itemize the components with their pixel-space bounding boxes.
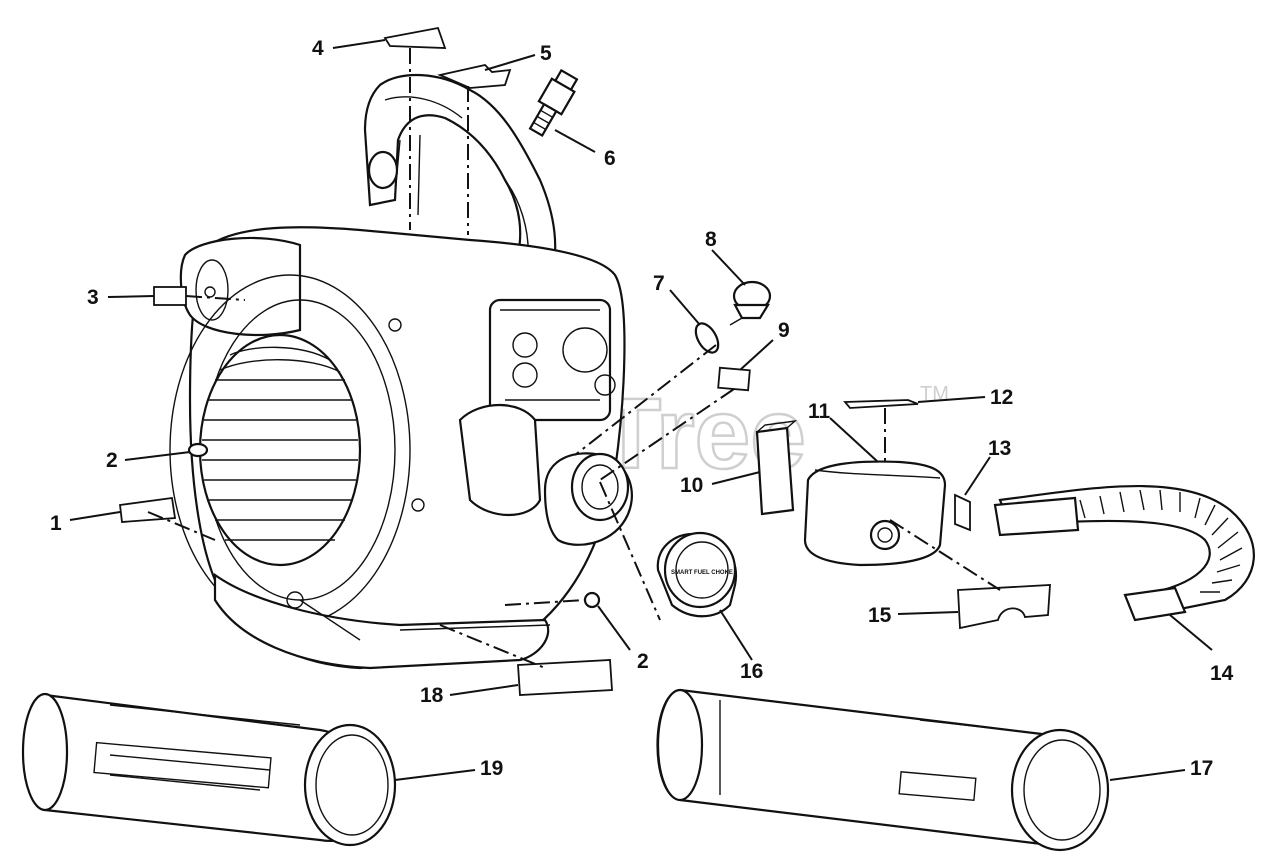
part-1-label (119, 496, 177, 523)
callout-6: 6 (604, 147, 616, 170)
part-14-flex-hose (993, 484, 1255, 622)
callout-18: 18 (420, 684, 444, 707)
carburetor-area (488, 298, 616, 422)
callout-12: 12 (990, 386, 1013, 409)
part-10-foam-filter (755, 419, 798, 516)
part-2-screw-bottom (583, 591, 601, 609)
part-8-primer-bulb (729, 280, 772, 326)
callout-14: 14 (1210, 662, 1234, 685)
callout-19: 19 (480, 757, 503, 780)
callout-5: 5 (540, 42, 552, 65)
housing-outlet (179, 236, 302, 337)
callout-15: 15 (868, 604, 892, 627)
housing-screw-3 (388, 318, 402, 332)
callout-7: 7 (653, 272, 665, 295)
callout-9: 9 (778, 319, 790, 342)
callout-13: 13 (988, 437, 1011, 460)
handle-frame (363, 73, 557, 282)
housing-base (213, 572, 550, 670)
part-5-label (437, 64, 512, 89)
callout-17: 17 (1190, 757, 1213, 780)
callout-11: 11 (808, 400, 831, 423)
handle-knob (367, 150, 399, 190)
base-screw (286, 591, 304, 609)
part-2-screw-left (187, 442, 209, 458)
part-15-label (957, 584, 1051, 630)
assembly-lines (147, 48, 1001, 669)
part-9-label (717, 366, 751, 392)
part-13-label (954, 493, 971, 532)
housing-screw (204, 286, 216, 298)
part-11-air-filter-cover (803, 460, 947, 567)
part-17-blower-tube (656, 688, 1110, 852)
callout-1: 1 (50, 512, 62, 535)
recoil-grille (198, 333, 362, 567)
base-detail (299, 599, 551, 641)
callout-10: 10 (680, 474, 703, 497)
leader-lines (69, 39, 1213, 781)
callout-2-left: 2 (106, 449, 118, 472)
callout-3: 3 (87, 286, 99, 309)
part-18-label (517, 659, 613, 696)
part-6-spark-plug (528, 68, 579, 138)
fuel-cap-text: SMART FUEL CHOKE (671, 570, 733, 576)
throttle-housing (458, 403, 542, 517)
part-19-blower-tube (21, 692, 397, 847)
housing-screw-2 (411, 498, 425, 512)
part-3-label (153, 286, 187, 306)
part-4-label (383, 26, 447, 49)
callout-2-bottom: 2 (637, 650, 649, 673)
housing-outlet-opening (195, 259, 229, 321)
callout-8: 8 (705, 228, 717, 251)
callout-16: 16 (740, 660, 763, 683)
part-16-fuel-cap: SMART FUEL CHOKE (656, 531, 738, 618)
blower-body (169, 73, 626, 670)
callout-4: 4 (312, 37, 324, 60)
part-12-label (843, 399, 919, 409)
